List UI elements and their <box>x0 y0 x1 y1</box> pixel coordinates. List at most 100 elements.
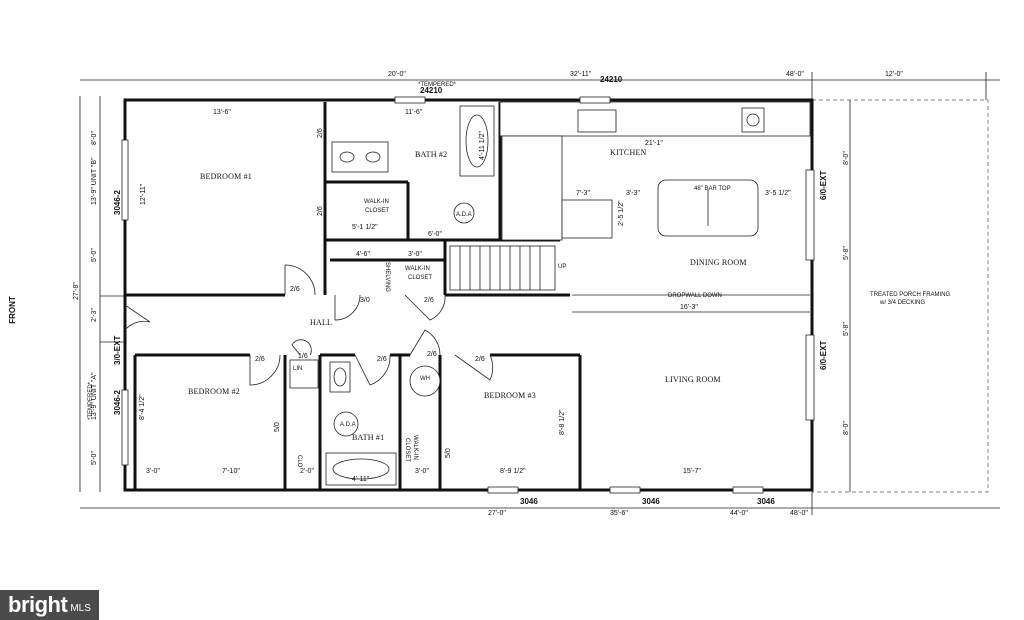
svg-text:48" BAR TOP: 48" BAR TOP <box>694 186 731 192</box>
svg-text:5/0: 5/0 <box>274 422 281 432</box>
svg-text:5'-8": 5'-8" <box>843 322 850 336</box>
svg-text:8'-0": 8'-0" <box>843 421 850 435</box>
svg-text:3'-3": 3'-3" <box>626 190 640 197</box>
dining-room-label: DINING ROOM <box>690 258 747 267</box>
svg-text:48'-0": 48'-0" <box>786 71 804 78</box>
svg-text:16'-3": 16'-3" <box>680 304 698 311</box>
misc-labels: 48" BAR TOP *TEMPERED* *TEMPERED* DROPWA… <box>88 82 731 420</box>
svg-text:3046: 3046 <box>757 497 775 506</box>
svg-text:27'-8": 27'-8" <box>73 282 80 300</box>
stairs <box>449 245 556 291</box>
svg-text:2/6: 2/6 <box>317 206 324 216</box>
svg-text:SHELVING: SHELVING <box>384 262 390 292</box>
svg-text:CLOSET: CLOSET <box>408 275 432 281</box>
svg-text:2/6: 2/6 <box>255 356 265 363</box>
svg-text:3046: 3046 <box>642 497 660 506</box>
svg-text:6'-0": 6'-0" <box>428 231 442 238</box>
bath-1-label: BATH #1 <box>352 433 384 442</box>
svg-text:44'-0": 44'-0" <box>730 510 748 517</box>
svg-text:13'-6": 13'-6" <box>213 109 231 116</box>
svg-text:13'-9" UNIT "B": 13'-9" UNIT "B" <box>91 157 98 205</box>
svg-text:2'-0": 2'-0" <box>300 468 314 475</box>
svg-text:WALK-IN: WALK-IN <box>412 435 418 460</box>
hall-label: HALL <box>310 318 332 327</box>
svg-text:7'-10": 7'-10" <box>222 468 240 475</box>
svg-text:2/6: 2/6 <box>377 356 387 363</box>
range-icon <box>561 199 613 239</box>
bath-2-label: BATH #2 <box>415 150 447 159</box>
svg-text:5'-0": 5'-0" <box>91 248 98 262</box>
dimension-lines <box>79 72 1000 515</box>
svg-text:2/6: 2/6 <box>475 356 485 363</box>
svg-text:11'-6": 11'-6" <box>405 109 423 116</box>
svg-text:7'-3": 7'-3" <box>576 190 590 197</box>
svg-text:8'-8 1/2": 8'-8 1/2" <box>559 409 566 435</box>
kitchen-cabinets <box>499 101 811 241</box>
svg-text:3'-0": 3'-0" <box>415 468 429 475</box>
svg-text:WALK-IN: WALK-IN <box>364 199 389 205</box>
door-window-tags: 2/6 3/0 2/6 2/6 1/6 2/6 2/6 2/6 2/6 2/6 … <box>113 75 828 506</box>
bedroom-3-label: BEDROOM #3 <box>484 391 536 400</box>
svg-text:24210: 24210 <box>420 86 443 95</box>
svg-text:27'-0": 27'-0" <box>488 510 506 517</box>
sink-icon <box>577 109 617 133</box>
svg-text:13'-9" UNIT "A": 13'-9" UNIT "A" <box>91 372 98 420</box>
svg-text:2/6: 2/6 <box>317 128 324 138</box>
svg-text:8'-0": 8'-0" <box>843 151 850 165</box>
svg-text:4'-6": 4'-6" <box>356 251 370 258</box>
svg-text:2/6: 2/6 <box>290 286 300 293</box>
svg-text:LIN: LIN <box>293 366 302 372</box>
svg-text:A.D.A: A.D.A <box>456 212 472 218</box>
front-label: FRONT <box>8 296 17 324</box>
svg-text:5/0: 5/0 <box>445 448 452 458</box>
svg-text:3/0-EXT: 3/0-EXT <box>113 336 122 365</box>
svg-text:WALK-IN: WALK-IN <box>405 266 430 272</box>
svg-text:32'-11": 32'-11" <box>570 71 592 78</box>
svg-text:12'-0": 12'-0" <box>885 71 903 78</box>
svg-text:6/0-EXT: 6/0-EXT <box>819 341 828 370</box>
svg-text:3/0: 3/0 <box>360 297 370 304</box>
svg-text:CLO: CLO <box>296 455 302 468</box>
svg-text:3046-2: 3046-2 <box>113 190 122 215</box>
svg-text:A.D.A: A.D.A <box>340 422 356 428</box>
svg-text:3'-0": 3'-0" <box>146 468 160 475</box>
svg-text:3'-0": 3'-0" <box>408 251 422 258</box>
svg-text:3'-5 1/2": 3'-5 1/2" <box>765 190 791 197</box>
svg-text:WH: WH <box>420 376 430 382</box>
svg-text:2/6: 2/6 <box>424 297 434 304</box>
bath-fixtures <box>289 105 495 486</box>
watermark-logo-text: bright <box>8 592 68 617</box>
dimension-labels: 20'-0" 32'-11" 48'-0" 12'-0" 13'-6" 11'-… <box>73 71 903 517</box>
svg-text:3046-2: 3046-2 <box>113 390 122 415</box>
svg-text:2'-3": 2'-3" <box>91 308 98 322</box>
svg-text:2/6: 2/6 <box>427 351 437 358</box>
svg-text:CLOSET: CLOSET <box>404 438 410 462</box>
watermark-sub-text: MLS <box>70 602 91 614</box>
bedroom-1-label: BEDROOM #1 <box>200 172 252 181</box>
svg-text:*TEMPERED*: *TEMPERED* <box>418 82 457 88</box>
svg-text:15'-7": 15'-7" <box>683 468 701 475</box>
svg-text:2'-5 1/2": 2'-5 1/2" <box>618 200 625 226</box>
living-room-label: LIVING ROOM <box>665 375 721 384</box>
svg-text:1/6: 1/6 <box>298 353 308 360</box>
svg-text:20'-0": 20'-0" <box>388 71 406 78</box>
svg-text:8'-4 1/2": 8'-4 1/2" <box>139 394 146 420</box>
kitchen-label: KITCHEN <box>610 148 647 157</box>
svg-text:8'-9 1/2": 8'-9 1/2" <box>500 468 526 475</box>
svg-text:5'-8": 5'-8" <box>843 246 850 260</box>
windows <box>121 96 815 494</box>
svg-text:5'-0": 5'-0" <box>91 451 98 465</box>
svg-text:12'-11": 12'-11" <box>140 183 147 205</box>
svg-text:*TEMPERED*: *TEMPERED* <box>88 381 94 420</box>
svg-text:6/0-EXT: 6/0-EXT <box>819 171 828 200</box>
svg-text:4'-11": 4'-11" <box>352 476 370 483</box>
room-labels: BEDROOM #1 BATH #2 KITCHEN DINING ROOM L… <box>8 148 951 468</box>
interior-walls <box>125 102 810 490</box>
svg-text:8'-0": 8'-0" <box>91 131 98 145</box>
svg-text:24210: 24210 <box>600 75 623 84</box>
bedroom-2-label: BEDROOM #2 <box>188 387 240 396</box>
svg-text:48'-0": 48'-0" <box>790 510 808 517</box>
svg-text:CLOSET: CLOSET <box>365 208 389 214</box>
svg-text:w/ 3/4 DECKING: w/ 3/4 DECKING <box>879 300 925 306</box>
